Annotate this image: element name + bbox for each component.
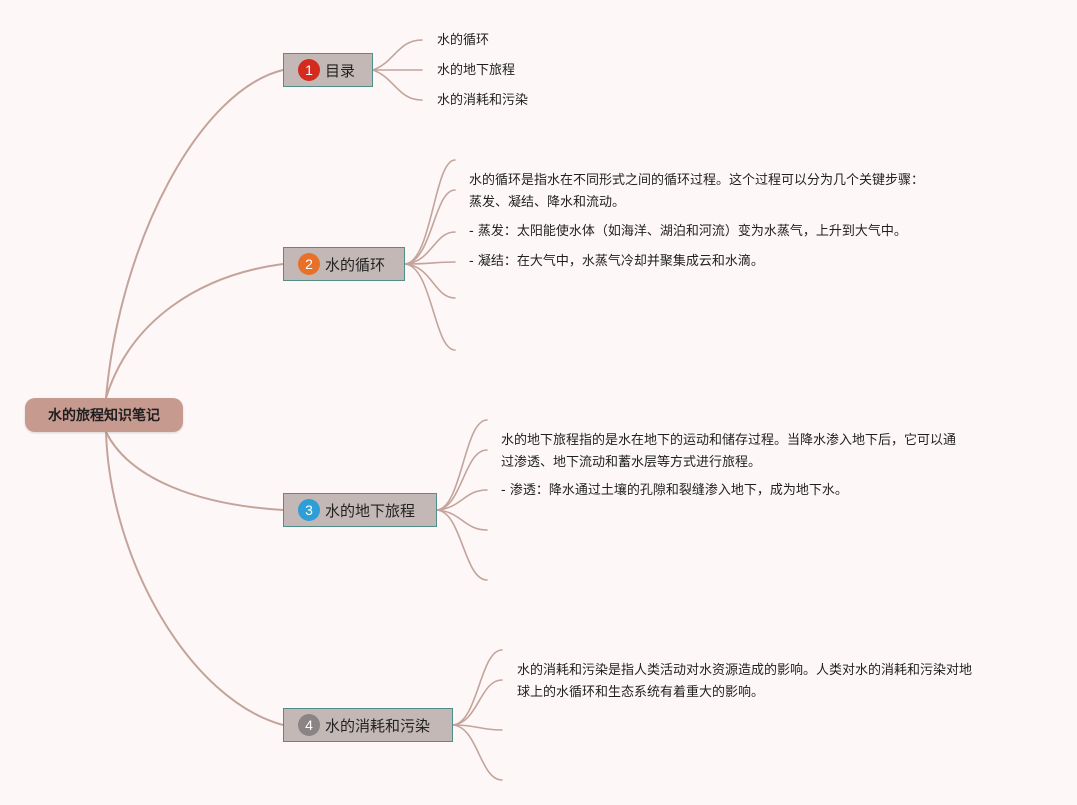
toc-item[interactable]: 水的地下旅程 — [437, 63, 516, 78]
cycle-intro-line: 水的循环是指水在不同形式之间的循环过程。这个过程可以分为几个关键步骤： — [469, 173, 925, 188]
topic-consumption-pollution[interactable]: 4 水的消耗和污染 — [283, 708, 453, 742]
consumption-intro-line: 球上的水循环和生态系统有着重大的影响。 — [517, 685, 765, 700]
topic-label: 水的循环 — [325, 255, 386, 274]
cycle-condensation[interactable]: - 凝结：在大气中，水蒸气冷却并聚集成云和水滴。 — [469, 254, 764, 269]
topic-toc[interactable]: 1 目录 — [283, 53, 373, 87]
underground-intro-line: 水的地下旅程指的是水在地下的运动和储存过程。当降水渗入地下后，它可以通 — [501, 433, 957, 448]
number-1-icon: 1 — [298, 59, 320, 81]
topic-label: 水的地下旅程 — [325, 501, 416, 520]
underground-infiltration[interactable]: - 渗透：降水通过土壤的孔隙和裂缝渗入地下，成为地下水。 — [501, 483, 848, 498]
root-title: 水的旅程知识笔记 — [48, 408, 160, 424]
consumption-intro[interactable]: 水的消耗和污染是指人类活动对水资源造成的影响。人类对水的消耗和污染对地 球上的水… — [517, 660, 972, 704]
underground-intro[interactable]: 水的地下旅程指的是水在地下的运动和储存过程。当降水渗入地下后，它可以通 过渗透、… — [501, 430, 956, 474]
number-2-icon: 2 — [298, 253, 320, 275]
toc-item[interactable]: 水的循环 — [437, 33, 490, 48]
toc-item[interactable]: 水的消耗和污染 — [437, 93, 529, 108]
topic-label: 目录 — [325, 61, 356, 80]
number-3-icon: 3 — [298, 499, 320, 521]
root-topic[interactable]: 水的旅程知识笔记 — [25, 398, 183, 432]
cycle-evaporation[interactable]: - 蒸发：太阳能使水体（如海洋、湖泊和河流）变为水蒸气，上升到大气中。 — [469, 224, 907, 239]
cycle-intro[interactable]: 水的循环是指水在不同形式之间的循环过程。这个过程可以分为几个关键步骤： 蒸发、凝… — [469, 170, 924, 214]
consumption-intro-line: 水的消耗和污染是指人类活动对水资源造成的影响。人类对水的消耗和污染对地 — [517, 663, 973, 678]
topic-underground-journey[interactable]: 3 水的地下旅程 — [283, 493, 437, 527]
topic-water-cycle[interactable]: 2 水的循环 — [283, 247, 405, 281]
number-4-icon: 4 — [298, 714, 320, 736]
cycle-intro-line: 蒸发、凝结、降水和流动。 — [469, 195, 626, 210]
topic-label: 水的消耗和污染 — [325, 716, 431, 735]
underground-intro-line: 过渗透、地下流动和蓄水层等方式进行旅程。 — [501, 455, 762, 470]
